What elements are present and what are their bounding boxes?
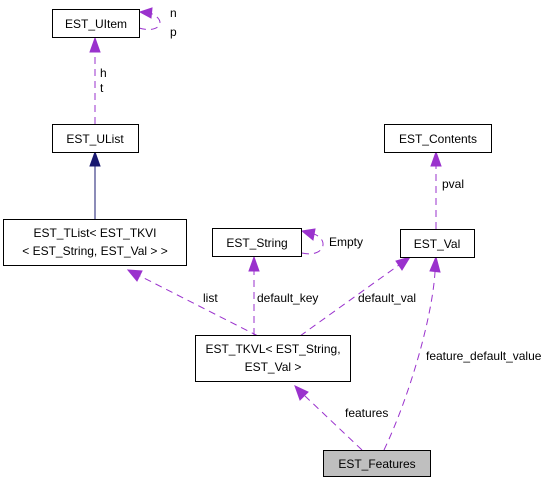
node-label-est-features: EST_Features (338, 457, 415, 471)
edge-label-empty: Empty (329, 235, 363, 249)
edge-tlist-inherits-ulist (89, 150, 101, 219)
edge-label-features: features (345, 406, 388, 420)
edge-label-t: t (100, 81, 104, 95)
node-est-tkvl[interactable]: EST_TKVL< EST_String, EST_Val > (195, 335, 351, 382)
node-label-est-uitem: EST_UItem (65, 17, 127, 31)
node-est-val[interactable]: EST_Val (400, 229, 475, 258)
node-est-features[interactable]: EST_Features (323, 450, 431, 477)
node-label-est-ulist: EST_UList (66, 132, 124, 146)
edge-label-list: list (203, 291, 218, 305)
edge-tkvl-to-val: default_val (299, 256, 416, 337)
edge-tkvl-to-string: default_key (248, 255, 318, 335)
edge-features-to-val: feature_default_value (383, 255, 542, 451)
node-label-est-tkvl-line2: EST_Val > (245, 360, 302, 374)
node-label-est-string: EST_String (226, 236, 287, 250)
edge-features-to-tkvl: features (294, 385, 388, 451)
node-est-string[interactable]: EST_String (212, 228, 302, 257)
edge-label-pval: pval (442, 177, 464, 191)
edge-label-feature-default-value: feature_default_value (426, 349, 542, 363)
node-est-tlist[interactable]: EST_TList< EST_TKVI < EST_String, EST_Va… (3, 219, 187, 266)
node-label-est-tlist-line1: EST_TList< EST_TKVI (33, 226, 156, 240)
node-label-est-tkvl-line1: EST_TKVL< EST_String, (205, 342, 340, 356)
edge-val-to-contents: pval (430, 150, 464, 229)
edge-tkvl-to-tlist: list (126, 269, 259, 337)
edge-label-default-val: default_val (358, 291, 416, 305)
edge-ulist-to-uitem: h t (89, 36, 107, 124)
edge-string-self: Empty (300, 228, 363, 255)
edge-label-h: h (100, 66, 107, 80)
edge-label-p: p (170, 25, 177, 39)
node-label-est-tlist-line2: < EST_String, EST_Val > > (22, 244, 168, 258)
edge-uitem-self: n p (138, 6, 177, 39)
node-label-est-val: EST_Val (414, 237, 460, 251)
node-est-uitem[interactable]: EST_UItem (52, 9, 140, 38)
node-est-contents[interactable]: EST_Contents (384, 124, 492, 153)
edge-label-n: n (170, 6, 177, 20)
node-label-est-contents: EST_Contents (399, 132, 477, 146)
edge-label-default-key: default_key (257, 291, 318, 305)
node-est-ulist[interactable]: EST_UList (52, 124, 139, 153)
